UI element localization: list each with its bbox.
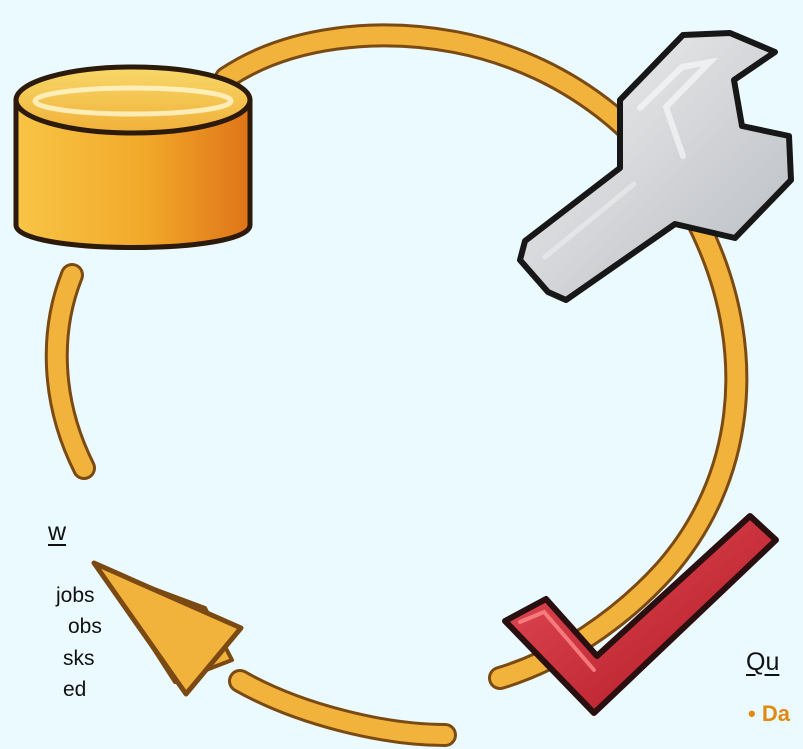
checkmark-icon — [502, 513, 779, 716]
left-list-line-4: ed — [63, 678, 87, 701]
left-list-line-2: obs — [68, 615, 102, 638]
cycle-arrow-icon — [44, 23, 749, 747]
right-heading: Qu — [746, 648, 780, 676]
wrench-icon — [517, 30, 794, 303]
left-list-line-3: sks — [63, 647, 95, 670]
left-heading: w — [48, 518, 67, 546]
right-first-item: • Da — [748, 701, 790, 726]
database-cylinder-icon — [13, 64, 253, 250]
left-list-line-1: jobs — [56, 584, 95, 607]
